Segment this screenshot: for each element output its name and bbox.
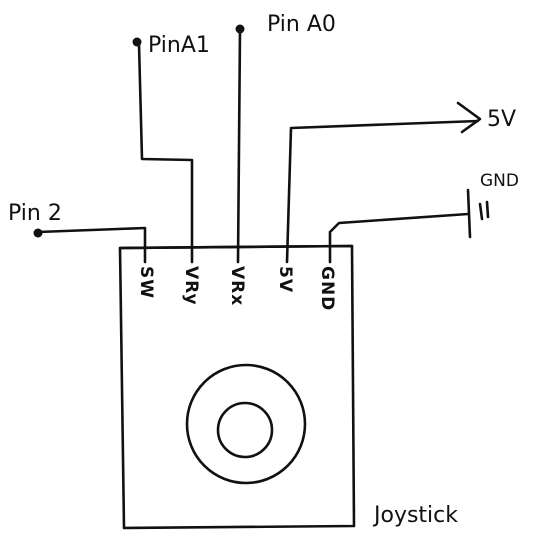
pin-label-vrx: VRx (227, 266, 247, 306)
wire-vry-to-pina1 (137, 42, 194, 264)
ground-symbol-icon (466, 188, 472, 239)
pin-label-gnd: GND (317, 266, 337, 311)
thumbstick-outer-ring (185, 363, 307, 485)
ground-symbol-bar2-icon (485, 200, 490, 219)
wire-5v (285, 119, 480, 264)
wire-vrx-to-pina0 (236, 28, 242, 264)
label-gnd: GND (480, 171, 519, 191)
pin-label-5v: 5V (275, 266, 295, 293)
pin-label-sw: SW (136, 266, 156, 299)
thumbstick-knob (216, 401, 274, 459)
label-pina0: Pin A0 (267, 12, 336, 37)
wire-gnd (328, 212, 470, 264)
joystick-top-edge (118, 244, 354, 250)
arrow-head-icon (456, 101, 482, 134)
wire-sw-to-pin2 (36, 226, 147, 264)
pin2-terminal-dot (33, 228, 43, 238)
pina1-terminal-dot (132, 37, 142, 47)
label-pina1: PinA1 (148, 33, 210, 58)
pina0-terminal-dot (235, 24, 245, 34)
label-5v: 5V (487, 107, 516, 132)
label-joystick: Joystick (372, 503, 458, 528)
label-pin2: Pin 2 (8, 201, 62, 226)
pin-label-vry: VRy (181, 266, 201, 306)
ground-symbol-bar-icon (478, 202, 484, 221)
